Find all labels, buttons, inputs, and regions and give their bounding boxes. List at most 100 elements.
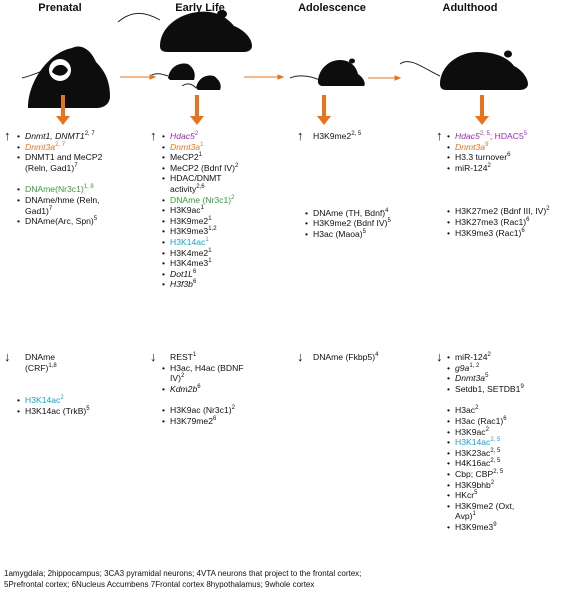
mark-list-item: Kdm2b6 (161, 384, 244, 395)
mark-list-item: H3K27me2 (Bdnf III, IV)2 (446, 206, 550, 217)
adolescence-up-list: H3K9me22, 5 DNAme (TH, Bdnf)4H3K9me2 (Bdn… (304, 131, 391, 239)
mark-list-item: H3ac (Maoa)5 (304, 229, 391, 240)
mark-list-item: Dnmt3a1 (161, 142, 238, 153)
list-spacer (446, 173, 550, 184)
mark-list-item: DNMT1 and MeCP2 (16, 152, 102, 163)
up-arrow-icon: ↑ (297, 128, 304, 143)
down-arrow-icon: ↓ (150, 349, 157, 364)
header-prenatal: Prenatal (38, 2, 82, 14)
footnote-legend: 1amygdala; 2hippocampus; 3CA3 pyramidal … (4, 568, 579, 590)
mark-list-item: Dnmt3a5 (446, 373, 524, 384)
mark-list-item: H3ac2 (446, 405, 524, 416)
list-spacer (304, 175, 391, 186)
footnote-line-1: 1amygdala; 2hippocampus; 3CA3 pyramidal … (4, 569, 362, 578)
prenatal-down-list: DNAme(CRF)1,8H3K14ac2H3K14ac (TrkB)5 (16, 352, 90, 416)
up-arrow-icon: ↑ (150, 128, 157, 143)
down-arrow-icon: ↓ (297, 349, 304, 364)
mark-list-item: H3K9me39 (446, 522, 524, 533)
mark-list-item: H3K79me26 (161, 416, 244, 427)
mark-list-item: H3K4me31 (161, 258, 238, 269)
mark-list-item: MeCP2 (Bdnf IV)2 (161, 163, 238, 174)
mark-list-item: H3K9ac2 (446, 427, 524, 438)
mark-list-item: DNAme (Nr3c1)2 (161, 195, 238, 206)
pregnant-mouse-icon (21, 46, 110, 108)
mark-list-item: H3K9ac (Nr3c1)2 (161, 405, 244, 416)
mark-list-item: DNAme (Fkbp5)4 (313, 352, 379, 362)
up-arrow-icon: ↑ (4, 128, 11, 143)
mark-list-item: Dnmt3a2, 7 (16, 142, 102, 153)
mark-list-item: H3ac, H4ac (BDNF (161, 363, 244, 374)
mark-list-item: Hdac52 (161, 131, 238, 142)
list-spacer (16, 373, 90, 384)
list-spacer (304, 186, 391, 197)
mark-list-item: Dnmt1, DNMT12, 7 (16, 131, 102, 142)
mark-list-item: H3.3 turnover6 (446, 152, 550, 163)
mark-list-item: H3K14ac (TrkB)5 (16, 406, 90, 417)
mark-list-item: H3K9me2 (Bdnf IV)5 (304, 218, 391, 229)
mark-list-item: Setdb1, SETDB19 (446, 384, 524, 395)
footnote-line-2: 5Prefrontal cortex; 6Nucleus Accumbens 7… (4, 580, 315, 589)
mark-list-item: Gad1)7 (25, 205, 53, 216)
adulthood-up-list: Hdac52, 5; HDAC55Dnmt3a9H3.3 turnover6mi… (446, 131, 550, 238)
mark-list-item: H3K9ac1 (161, 205, 238, 216)
list-spacer (161, 394, 244, 405)
adult-mouse-icon (399, 50, 528, 90)
mark-list-item: H3K14ac2 (16, 395, 90, 406)
list-spacer (16, 173, 102, 184)
mark-list-item: REST1 (170, 352, 197, 362)
list-spacer (304, 164, 391, 175)
mark-list-item: H3K9me31,2 (161, 226, 238, 237)
mother-mouse-icon (117, 10, 252, 52)
mark-list-item: H4K16ac2, 5 (446, 458, 524, 469)
mark-list-item: H3ac (Rac1)6 (446, 416, 524, 427)
mark-list-item: Avp)1 (455, 511, 476, 522)
up-arrow-icon: ↑ (436, 128, 443, 143)
timeline-arrows (120, 74, 402, 81)
adulthood-down-list: miR-1242g9a1, 2Dnmt3a5Setdb1, SETDB19H3a… (446, 352, 524, 533)
list-spacer (446, 195, 550, 206)
list-spacer (304, 142, 391, 153)
header-adolescence: Adolescence (298, 2, 366, 14)
mark-list-item: Cbp; CBP2, 5 (446, 469, 524, 480)
mark-list-item: H3K23ac2, 5 (446, 448, 524, 459)
mark-list-item: g9a1, 2 (446, 363, 524, 374)
mark-list-item: H3K14ac2, 5 (446, 437, 524, 448)
header-early-life: Early Life (175, 2, 225, 14)
pup-mouse-icons (149, 63, 221, 90)
adolescent-mouse-icon (289, 58, 365, 86)
list-spacer (304, 197, 391, 208)
list-spacer (16, 384, 90, 395)
mark-list-item: DNAme(Nr3c1)1, 8 (16, 184, 102, 195)
header-adulthood: Adulthood (442, 2, 498, 14)
mark-list-item: MeCP21 (161, 152, 238, 163)
mark-list-item: Dot1L6 (161, 269, 238, 280)
list-spacer (446, 394, 524, 405)
mark-list-item: H3K9me21 (161, 216, 238, 227)
mark-list-item: DNAme (25, 352, 56, 362)
mark-list-item: H3K9me3 (Rac1)6 (446, 228, 550, 239)
early-life-up-list: Hdac52Dnmt3a1MeCP21MeCP2 (Bdnf IV)2HDAC/… (161, 131, 238, 290)
stage-down-arrows (56, 95, 489, 125)
mark-list-item: DNAme (TH, Bdnf)4 (304, 208, 391, 219)
mark-list-item: H3K9me2 (Oxt, (446, 501, 524, 512)
mark-list-item: H3K14ac1 (161, 237, 238, 248)
mark-list-item: HKcr5 (446, 490, 524, 501)
mark-list-item: miR-1242 (446, 163, 550, 174)
mark-list-item: H3K9me22, 5 (313, 131, 362, 141)
mark-list-item: Hdac52, 5; HDAC55 (446, 131, 550, 142)
mark-list-item: DNAme/hme (Reln, (16, 195, 102, 206)
mark-list-item: H3K27me3 (Rac1)6 (446, 217, 550, 228)
prenatal-up-list: Dnmt1, DNMT12, 7Dnmt3a2, 7DNMT1 and MeCP… (16, 131, 102, 227)
mark-list-item: Dnmt3a9 (446, 142, 550, 153)
mark-list-item: activity2,6 (170, 183, 205, 194)
list-spacer (304, 153, 391, 164)
down-arrow-icon: ↓ (4, 349, 11, 364)
lifespan-illustration (21, 10, 528, 125)
mark-list-item: HDAC/DNMT (161, 173, 238, 184)
list-spacer (446, 184, 550, 195)
mark-list-item: (CRF)1,8 (25, 362, 57, 373)
mark-list-item: H3K9bhb2 (446, 480, 524, 491)
mark-list-item: H3K4me21 (161, 248, 238, 259)
mark-list-item: DNAme(Arc, Spn)5 (16, 216, 102, 227)
